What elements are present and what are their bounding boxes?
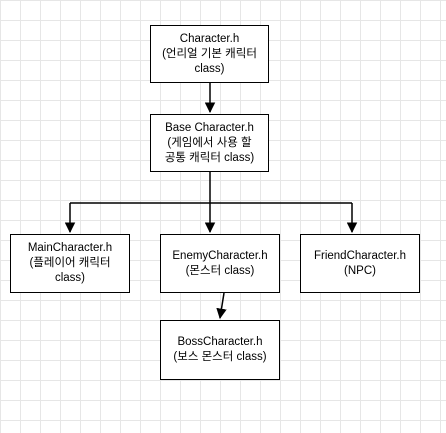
node-friend-character-desc: (NPC) — [344, 264, 376, 277]
node-character[interactable]: Character.h (언리얼 기본 캐릭터 class) — [150, 25, 269, 83]
node-boss-character-title: BossCharacter.h — [177, 336, 263, 348]
node-main-character-desc: (플레이어 캐릭터 — [29, 257, 111, 269]
node-main-character-title: MainCharacter.h — [27, 242, 113, 254]
node-base-character-desc-cont: 공통 캐릭터 class) — [164, 151, 255, 164]
node-base-character[interactable]: Base Character.h (게임에서 사용 할 공통 캐릭터 class… — [150, 114, 269, 172]
node-friend-character-title: FriendCharacter.h — [313, 249, 407, 262]
node-boss-character[interactable]: BossCharacter.h (보스 몬스터 class) — [160, 320, 280, 380]
node-main-character[interactable]: MainCharacter.h (플레이어 캐릭터 class) — [10, 234, 130, 293]
node-character-title: Character.h — [179, 32, 240, 45]
node-base-character-desc: (게임에서 사용 할 — [167, 136, 252, 149]
node-boss-character-desc: (보스 몬스터 class) — [173, 351, 267, 363]
node-enemy-character-desc: (몬스터 class) — [185, 264, 255, 277]
node-main-character-desc-cont: class) — [54, 272, 86, 284]
edge-enemy-to-boss — [216, 292, 227, 320]
node-enemy-character-title: EnemyCharacter.h — [172, 249, 268, 262]
node-base-character-title: Base Character.h — [165, 121, 254, 134]
node-character-desc-cont: class) — [194, 62, 225, 75]
node-character-desc: (언리얼 기본 캐릭터 — [162, 47, 257, 60]
node-enemy-character[interactable]: EnemyCharacter.h (몬스터 class) — [160, 234, 280, 293]
node-friend-character[interactable]: FriendCharacter.h (NPC) — [300, 234, 420, 293]
